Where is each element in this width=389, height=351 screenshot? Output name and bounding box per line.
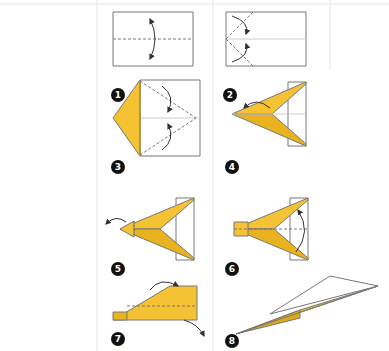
- callout-number: 1: [111, 88, 125, 102]
- callout-number: 8: [225, 334, 239, 348]
- callout-number: 3: [111, 160, 125, 174]
- callout-number: 5: [111, 262, 125, 276]
- callout-number: 2: [223, 88, 237, 102]
- callout-number: 4: [225, 160, 239, 174]
- callout-number: 6: [225, 262, 239, 276]
- callout-number: 7: [111, 332, 125, 346]
